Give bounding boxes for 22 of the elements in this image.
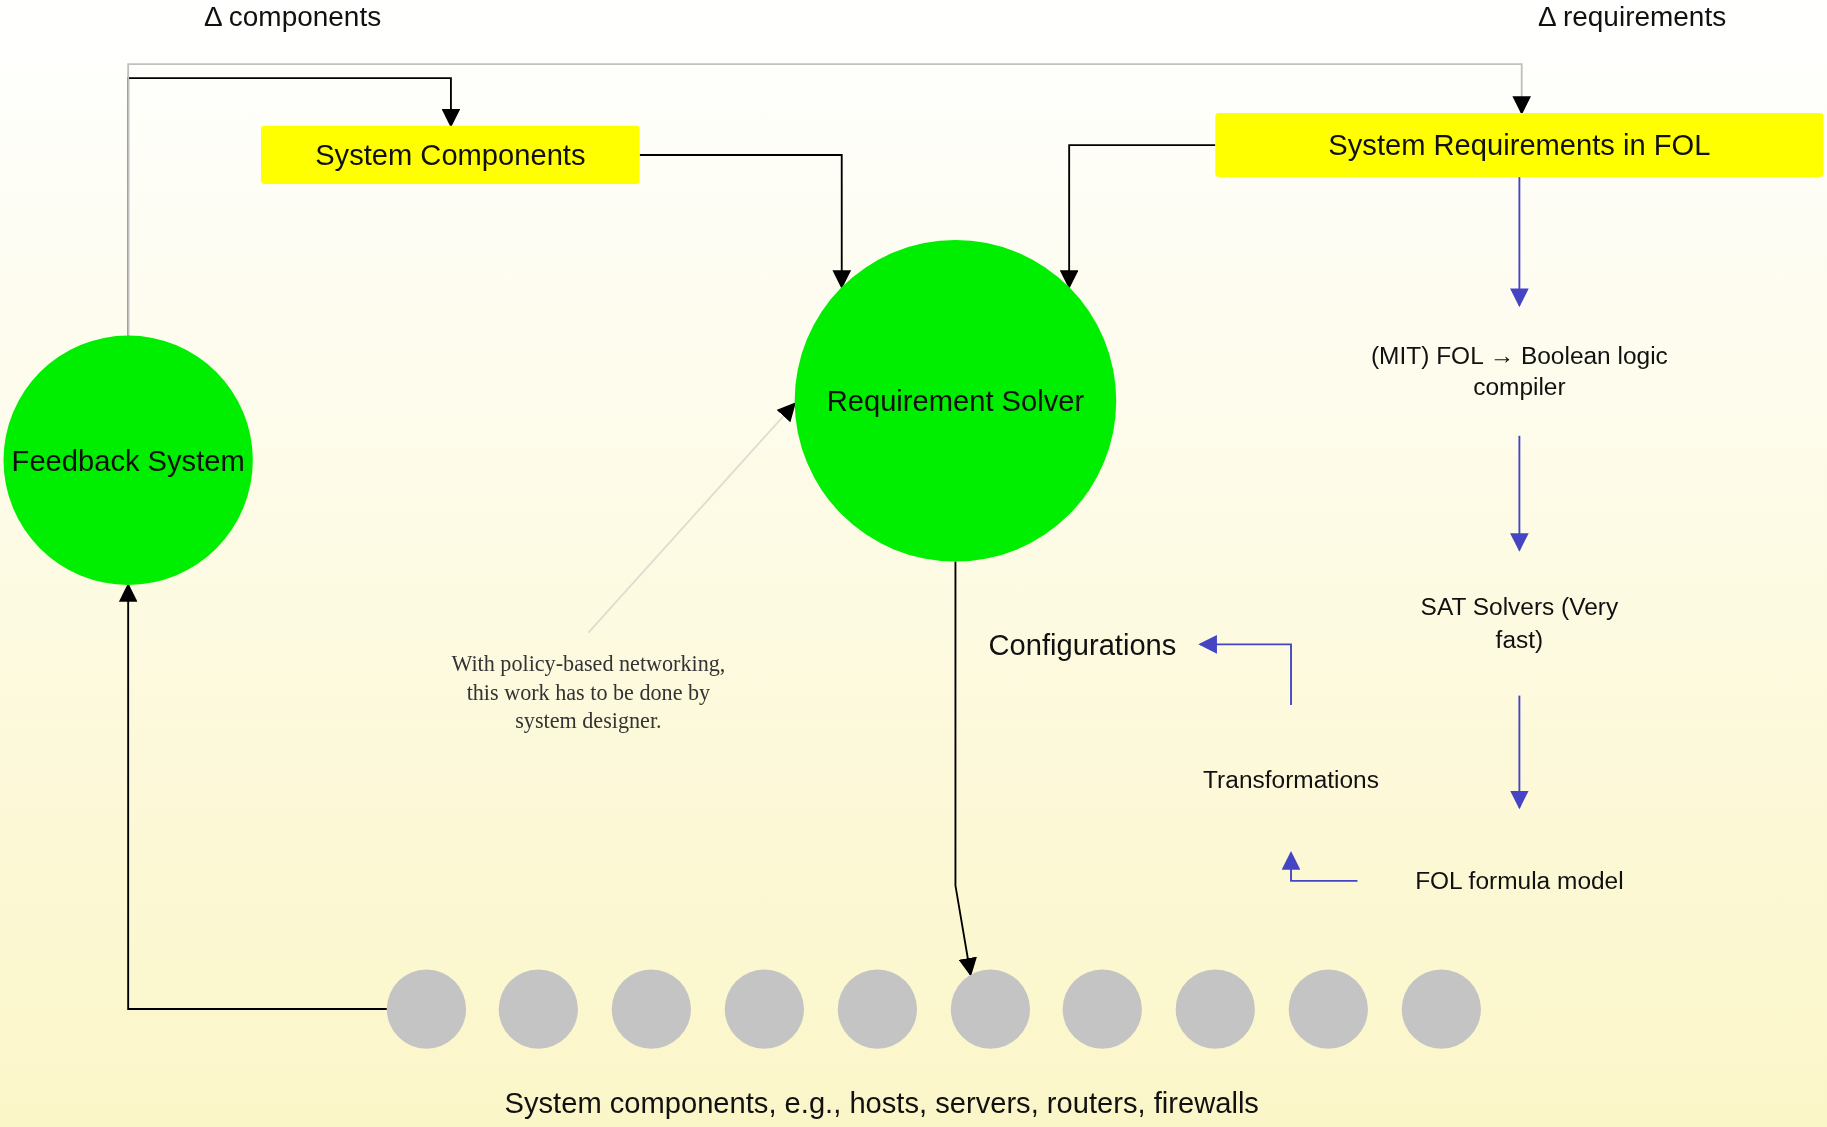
process-circle: Requirement Solver	[794, 240, 1117, 562]
arrow	[1510, 434, 1529, 552]
process-circle: Feedback System	[3, 335, 253, 585]
arrow	[638, 154, 852, 289]
arrow	[127, 63, 1532, 337]
process-box: System Components	[261, 125, 640, 185]
step-label: (MIT) FOL → Boolean logic compiler	[1356, 305, 1683, 436]
arrow	[1198, 635, 1292, 706]
arrow	[1059, 144, 1217, 289]
arrow	[1281, 851, 1359, 882]
arrow	[587, 402, 796, 634]
edge-label: Δ requirements	[1538, 0, 1727, 33]
caption-text: System components, e.g., hosts, servers, routers, firewalls	[504, 1085, 1259, 1120]
note-text: With policy-based networking, this work has to be done by system designer.	[448, 632, 729, 754]
step-label: SAT Solvers (Very fast)	[1414, 549, 1625, 696]
process-box: System Requirements in FOL	[1215, 113, 1824, 178]
output-label: Configurations	[964, 624, 1201, 665]
arrow	[1510, 694, 1529, 810]
arrow	[954, 560, 977, 977]
edge-label: Δ components	[203, 0, 382, 33]
arrow	[1510, 176, 1529, 308]
arrow	[118, 583, 388, 1010]
